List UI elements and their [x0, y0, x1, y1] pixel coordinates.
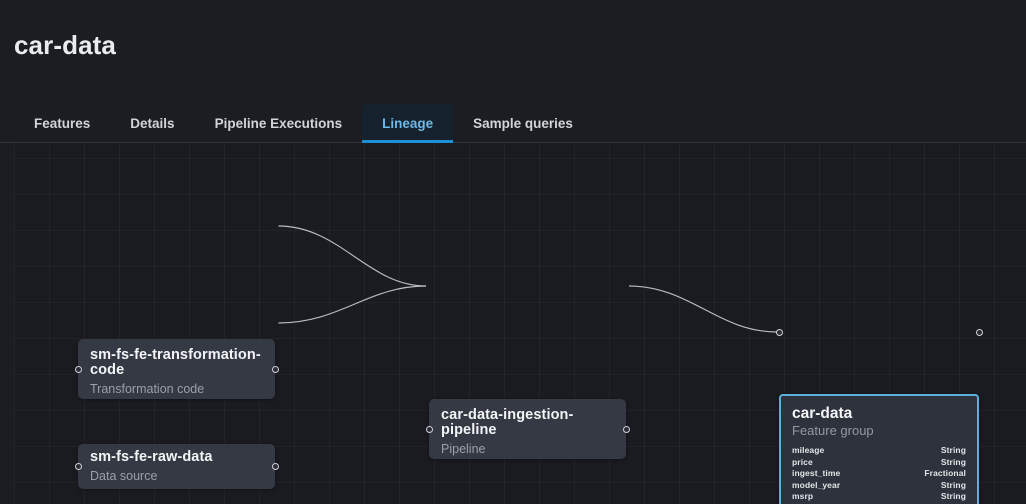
port-raw-data-out[interactable] [271, 462, 279, 470]
feature-name: model_year [792, 479, 841, 490]
port-feature-group-in[interactable] [775, 328, 783, 336]
page-header: car-data [0, 0, 1026, 104]
port-feature-group-out[interactable] [975, 328, 983, 336]
feature-name: mileage [792, 445, 825, 455]
tab-features[interactable]: Features [34, 115, 91, 131]
lineage-node-raw-data[interactable]: sm-fs-fe-raw-data Data source [78, 444, 275, 489]
feature-type: String [940, 445, 966, 455]
feature-name: msrp [792, 491, 814, 502]
feature-type: String [940, 491, 966, 502]
port-raw-data-in[interactable] [74, 462, 82, 470]
lineage-node-feature-group[interactable]: car-data Feature group mileage String pr… [779, 394, 979, 504]
tab-bar: Features Details Pipeline Executions Lin… [0, 104, 1026, 143]
feature-type: String [940, 456, 966, 467]
feature-row: msrp String [792, 491, 966, 503]
port-pipeline-in[interactable] [425, 425, 433, 433]
port-transformation-code-in[interactable] [74, 365, 82, 373]
feature-name: ingest_time [792, 468, 841, 479]
feature-type: String [940, 479, 966, 490]
page-title: car-data [14, 30, 116, 60]
feature-name: id [792, 503, 800, 504]
lineage-canvas[interactable]: sm-fs-fe-transformation-code Transformat… [0, 143, 1026, 504]
feature-row: price String [792, 457, 966, 469]
node-title: sm-fs-fe-raw-data [90, 449, 213, 465]
feature-row: id String [792, 503, 966, 504]
lineage-node-pipeline[interactable]: car-data-ingestion-pipeline Pipeline [429, 399, 626, 459]
node-subtitle: Data source [90, 469, 158, 483]
feature-row: mileage String [792, 445, 966, 457]
port-transformation-code-out[interactable] [271, 365, 279, 373]
node-subtitle: Transformation code [90, 382, 205, 396]
tab-pipeline-executions[interactable]: Pipeline Executions [214, 115, 343, 131]
feature-list: mileage String price String ingest_time … [792, 445, 966, 504]
feature-name: price [792, 456, 813, 467]
feature-row: ingest_time Fractional [792, 468, 966, 480]
tab-sample-queries[interactable]: Sample queries [473, 115, 573, 131]
canvas-grid-background [14, 143, 1026, 504]
node-title: car-data-ingestion-pipeline [441, 407, 574, 438]
feature-type: Fractional [924, 468, 966, 479]
feature-group-subtitle: Feature group [792, 423, 874, 438]
tab-details[interactable]: Details [130, 115, 175, 131]
feature-row: model_year String [792, 480, 966, 492]
node-title: sm-fs-fe-transformation-code [90, 347, 261, 378]
feature-type: String [941, 503, 966, 504]
node-subtitle: Pipeline [441, 442, 486, 456]
lineage-node-transformation-code[interactable]: sm-fs-fe-transformation-code Transformat… [78, 339, 275, 399]
tab-lineage[interactable]: Lineage [362, 104, 454, 143]
feature-group-title: car-data [792, 405, 853, 422]
port-pipeline-out[interactable] [622, 425, 630, 433]
